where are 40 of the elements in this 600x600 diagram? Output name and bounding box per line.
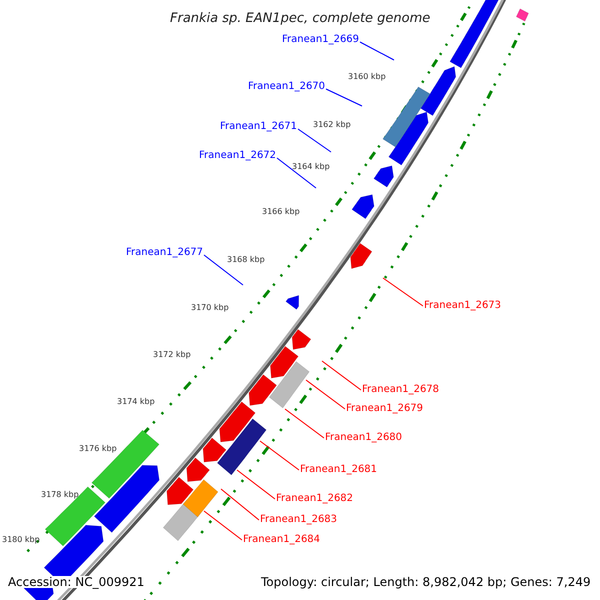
gene-label: Franean1_2677	[126, 248, 204, 258]
gene-label: Franean1_2671	[220, 122, 298, 132]
leader-line	[326, 88, 362, 106]
accession-text: Accession: NC_009921	[8, 576, 144, 588]
scale-label: 3174 kbp	[117, 398, 155, 406]
scale-label: 3172 kbp	[153, 351, 191, 359]
leader-line	[276, 158, 316, 188]
gene-label: Franean1_2672	[199, 151, 276, 161]
scale-label: 3168 kbp	[227, 256, 265, 264]
scale-label: 3170 kbp	[191, 304, 229, 312]
scale-label: 3176 kbp	[79, 445, 117, 453]
gene-label: Franean1_2670	[248, 82, 326, 92]
leader-line	[382, 278, 424, 306]
scale-label: 3180 kbp	[2, 536, 40, 544]
genome-info-text: Topology: circular; Length: 8,982,042 bp; Genes: 7,249	[261, 576, 591, 588]
gene-label: Franean1_2678	[362, 385, 440, 395]
leader-line	[204, 254, 244, 286]
scale-label: 3164 kbp	[292, 163, 330, 171]
leader-line	[298, 128, 332, 152]
leader-line	[284, 408, 324, 438]
leader-line	[204, 510, 242, 540]
gene-label: Franean1_2679	[346, 404, 424, 414]
gene-label: Franean1_2680	[325, 433, 402, 443]
gene-label: Franean1_2669	[282, 35, 360, 45]
leader-line	[306, 380, 346, 410]
scale-label: 3160 kbp	[348, 73, 386, 81]
gene-label: Franean1_2681	[300, 465, 378, 475]
leader-line	[360, 42, 394, 60]
diagram-title: Frankia sp. EAN1pec, complete genome	[170, 12, 430, 24]
scale-label: 3166 kbp	[262, 208, 300, 216]
leader-line	[220, 488, 260, 520]
gene-label: Franean1_2683	[260, 515, 338, 525]
leader-line	[322, 360, 362, 390]
gene-label: Franean1_2673	[424, 301, 502, 311]
gene-label: Franean1_2684	[243, 535, 320, 545]
leader-line	[260, 440, 300, 470]
leader-line	[236, 470, 276, 500]
gene-label: Franean1_2682	[276, 494, 354, 504]
scale-label: 3162 kbp	[313, 121, 351, 129]
scale-label: 3178 kbp	[41, 491, 79, 499]
